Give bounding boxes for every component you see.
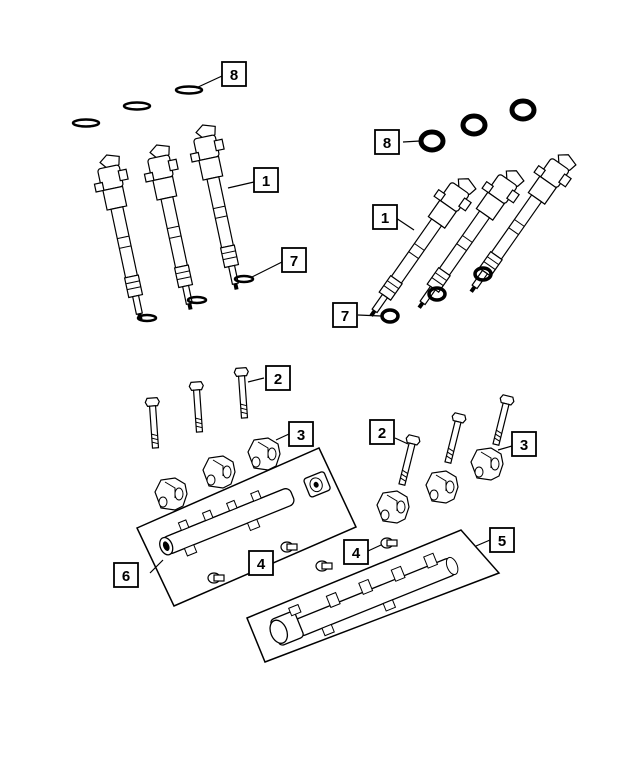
svg-text:8: 8: [230, 67, 238, 84]
o-ring-seal: [71, 118, 101, 128]
callout-4-left: 4: [248, 550, 274, 576]
svg-text:8: 8: [383, 135, 391, 152]
injector-group-left: [71, 75, 283, 324]
callout-4-right: 4: [343, 539, 369, 565]
rail-plug: [207, 572, 225, 584]
o-ring-seal: [136, 313, 158, 323]
callout-3-right: 3: [511, 431, 537, 457]
svg-text:7: 7: [341, 308, 349, 325]
rail-plug: [280, 541, 298, 553]
svg-text:6: 6: [122, 568, 130, 585]
rail-plug: [315, 560, 333, 572]
svg-text:3: 3: [520, 437, 528, 454]
o-ring-seal: [174, 85, 204, 95]
pressure-sensor: [269, 603, 304, 646]
rail-bracket: [376, 490, 410, 524]
callout-labels: 8 1 7 8 1 7 2 3: [113, 61, 537, 588]
rail-outline-box: [135, 447, 358, 607]
svg-text:2: 2: [274, 371, 282, 388]
svg-text:4: 4: [257, 556, 266, 573]
callout-8-top-right: 8: [374, 129, 400, 155]
fuel-rail-group-left: [135, 366, 358, 607]
rail-bolt: [440, 411, 468, 465]
callout-1-top-left: 1: [253, 167, 279, 193]
fuel-rail: [294, 552, 459, 637]
callout-3-left: 3: [288, 421, 314, 447]
callout-8-top-left: 8: [221, 61, 247, 87]
svg-text:4: 4: [352, 545, 361, 562]
callout-6: 6: [113, 562, 139, 588]
rail-bolt: [188, 380, 208, 433]
rail-bracket: [470, 447, 504, 481]
fuel-injector: [184, 121, 254, 294]
rail-bracket: [202, 455, 236, 489]
injector-seal-washer: [380, 308, 400, 324]
o-ring-seal: [122, 101, 152, 111]
pressure-sensor: [303, 471, 331, 498]
o-ring-seal: [186, 295, 208, 305]
injector-seal-washer: [427, 286, 447, 302]
callout-2-left: 2: [265, 365, 291, 391]
fuel-injector: [138, 141, 208, 314]
fuel-rail: [159, 488, 295, 557]
svg-text:7: 7: [290, 253, 298, 270]
injector-seal-washer: [509, 98, 537, 122]
rail-bolt: [394, 433, 422, 487]
rail-bolt: [233, 366, 253, 419]
fuel-rail-group-right: [246, 393, 516, 663]
injector-seal-washer: [473, 266, 493, 282]
callout-7-top-left: 7: [281, 247, 307, 273]
rail-plug: [380, 537, 398, 549]
rail-bolt: [488, 393, 516, 447]
rail-outline-box: [246, 529, 501, 663]
svg-text:3: 3: [297, 427, 305, 444]
injector-group-right: [356, 98, 583, 327]
rail-bracket: [425, 470, 459, 504]
svg-text:5: 5: [498, 533, 506, 550]
callout-5: 5: [489, 527, 515, 553]
injector-seal-washer: [418, 129, 446, 153]
rail-bracket: [154, 477, 188, 511]
rail-bolt: [144, 396, 164, 449]
callout-7-top-right: 7: [332, 302, 358, 328]
o-ring-seal: [233, 274, 255, 284]
injector-seal-washer: [460, 113, 488, 137]
svg-text:2: 2: [378, 425, 386, 442]
rail-bracket: [247, 437, 281, 471]
callout-1-top-right: 1: [372, 204, 398, 230]
callout-2-right: 2: [369, 419, 395, 445]
svg-text:1: 1: [381, 210, 389, 227]
svg-text:1: 1: [262, 173, 270, 190]
